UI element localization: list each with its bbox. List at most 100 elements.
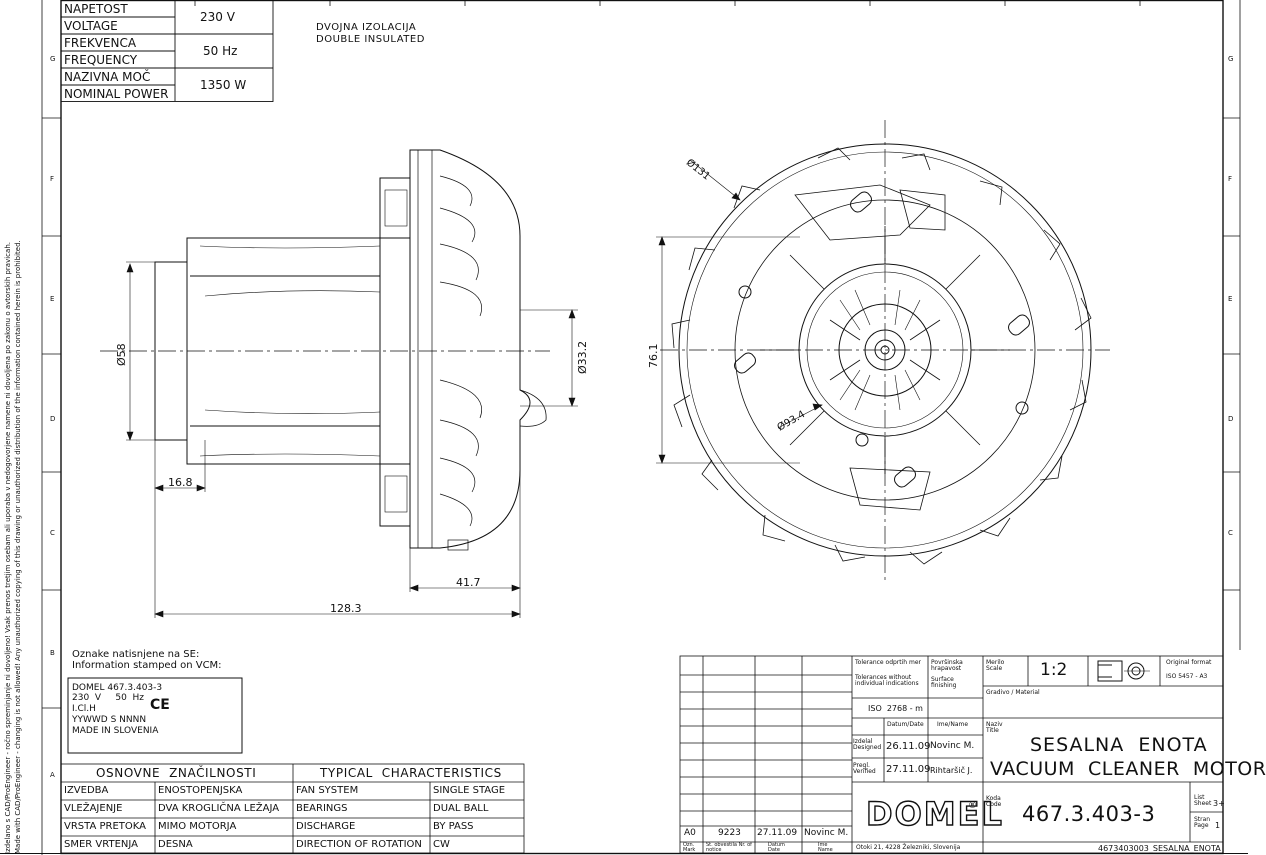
revision-head-mark: Ozn. Mark bbox=[683, 842, 696, 853]
title-en: VACUUM CLEANER MOTOR bbox=[990, 758, 1266, 780]
format-label: Original format bbox=[1166, 659, 1212, 666]
characteristics-header-si: OSNOVNE ZNAČILNOSTI bbox=[96, 766, 257, 780]
zone-letter-right-c: C bbox=[1228, 529, 1233, 537]
char-row-3-en-value: BY PASS bbox=[433, 821, 474, 832]
dim-length-128-3: 128.3 bbox=[330, 602, 362, 615]
insulation-note-si: DVOJNA IZOLACIJA bbox=[316, 22, 417, 33]
dim-diameter-33: Ø33.2 bbox=[576, 340, 589, 374]
date-column-label: Datum/Date bbox=[887, 721, 924, 728]
dim-height-76-1: 76.1 bbox=[647, 343, 660, 369]
zone-letter-left-f: F bbox=[50, 175, 55, 183]
ce-mark: CE bbox=[150, 697, 170, 713]
char-row-2-en-value: DUAL BALL bbox=[433, 803, 489, 814]
char-row-2-si-label: VLEŽAJENJE bbox=[64, 803, 123, 814]
mounting-slots bbox=[734, 191, 1030, 488]
zone-letter-right-e: E bbox=[1228, 295, 1233, 303]
verified-label: Pregl. Verified bbox=[853, 762, 876, 775]
char-row-4-en-label: DIRECTION OF ROTATION bbox=[296, 839, 422, 850]
drawing-code: 467.3.403-3 bbox=[1022, 802, 1156, 826]
zone-letter-left-a: A bbox=[50, 771, 55, 779]
motor-side-view bbox=[100, 149, 550, 551]
copyright-notice-si: Izdelano s CAD/ProEngineer - ročno sprem… bbox=[4, 242, 12, 854]
stamp-note-si: Oznake natisnjene na SE: bbox=[72, 649, 200, 660]
tolerance-label-si: Tolerance odprtih mer bbox=[855, 659, 922, 666]
spokes bbox=[760, 226, 1010, 474]
zone-letter-left-c: C bbox=[50, 529, 55, 537]
spec-voltage-label-si: NAPETOST bbox=[64, 2, 128, 16]
side-view-dimensions bbox=[126, 261, 578, 618]
company-logo: DOMEL bbox=[865, 795, 1004, 833]
char-row-2-en-label: BEARINGS bbox=[296, 803, 348, 814]
revision-name: Novinc M. bbox=[804, 828, 849, 838]
dim-length-16-8: 16.8 bbox=[168, 476, 193, 489]
char-row-4-en-value: CW bbox=[433, 839, 450, 850]
char-row-4-si-value: DESNA bbox=[158, 839, 193, 850]
dim-diameter-58: Ø58 bbox=[115, 343, 128, 366]
spec-power-value: 1350 W bbox=[200, 78, 247, 92]
spec-table bbox=[60, 0, 274, 102]
zone-letter-right-g: G bbox=[1228, 55, 1234, 63]
char-row-3-si-value: MIMO MOTORJA bbox=[158, 821, 237, 832]
zone-letter-left-b: B bbox=[50, 649, 55, 657]
zone-ticks-top bbox=[194, 0, 1141, 6]
code-label: Koda Code bbox=[986, 795, 1002, 808]
designed-name: Novinc M. bbox=[930, 741, 975, 751]
char-row-3-si-label: VRSTA PRETOKA bbox=[64, 821, 146, 832]
stamp-line-date-code: YYWWD S NNNN bbox=[72, 715, 147, 725]
char-row-1-en-label: FAN SYSTEM bbox=[296, 785, 359, 796]
zone-ticks-right bbox=[1223, 0, 1241, 650]
zone-letter-left-d: D bbox=[50, 415, 56, 423]
zone-letter-right-f: F bbox=[1228, 175, 1233, 183]
motor-front-view bbox=[660, 120, 1110, 580]
characteristics-table-lines bbox=[60, 763, 525, 854]
char-row-1-si-label: IZVEDBA bbox=[64, 785, 109, 796]
char-row-1-en-value: SINGLE STAGE bbox=[433, 785, 506, 796]
format-value: ISO 5457 - A3 bbox=[1166, 673, 1208, 680]
revision-head-name: Ime Name bbox=[818, 842, 833, 853]
spec-frequency-label-si: FREKVENCA bbox=[64, 36, 137, 50]
spec-power-label-en: NOMINAL POWER bbox=[64, 87, 169, 101]
stamp-line-class: I.Cl.H bbox=[72, 704, 96, 714]
spec-voltage-value: 230 V bbox=[200, 10, 235, 24]
revision-date: 27.11.09 bbox=[757, 828, 798, 838]
designed-label: Izdelal Designed bbox=[853, 738, 882, 751]
title-label: Naziv Title bbox=[986, 721, 1003, 734]
fan-blade-ring bbox=[671, 147, 1092, 565]
revision-head-date: Datum Date bbox=[768, 842, 785, 853]
page-value: 1 bbox=[1215, 821, 1221, 830]
characteristics-header-en: TYPICAL CHARACTERISTICS bbox=[320, 766, 502, 780]
title-block-lines bbox=[679, 655, 1224, 854]
stamp-line-rating: 230 V 50 Hz bbox=[72, 693, 145, 703]
sheet-value: 3+ bbox=[1213, 799, 1225, 808]
title-si: SESALNA ENOTA bbox=[1030, 734, 1208, 756]
inner-fins bbox=[839, 289, 921, 411]
front-view-dimensions bbox=[656, 159, 823, 464]
char-row-4-si-label: SMER VRTENJA bbox=[64, 839, 139, 850]
scale-label: Merilo Scale bbox=[986, 659, 1005, 672]
stamp-box bbox=[67, 677, 243, 754]
zone-letter-left-e: E bbox=[50, 295, 55, 303]
drawing-frame bbox=[60, 0, 1224, 855]
sheet-label: List Sheet bbox=[1194, 794, 1212, 807]
tolerance-standard: ISO 2768 - m bbox=[868, 704, 923, 713]
revision-mark: A0 bbox=[684, 828, 696, 838]
designed-date: 26.11.09 bbox=[886, 741, 931, 752]
zone-letter-left-g: G bbox=[50, 55, 56, 63]
copyright-notice-en: Made with CAD/ProEngineer - changing is … bbox=[14, 240, 22, 854]
zone-ticks-left bbox=[41, 0, 61, 855]
revision-notice: 9223 bbox=[718, 828, 741, 838]
stamp-note-en: Information stamped on VCM: bbox=[72, 660, 222, 671]
file-name: 4673403003_SESALNA_ENOTA bbox=[1098, 844, 1221, 853]
spec-power-label-si: NAZIVNA MOČ bbox=[64, 70, 151, 84]
name-column-label: Ime/Name bbox=[937, 721, 969, 728]
page-label: Stran Page bbox=[1194, 816, 1211, 829]
scale-value: 1:2 bbox=[1040, 660, 1068, 680]
spec-frequency-label-en: FREQUENCY bbox=[64, 53, 138, 67]
verified-date: 27.11.09 bbox=[886, 764, 931, 775]
verified-name: Rihtaršič J. bbox=[930, 766, 973, 775]
revision-head-notice: St. obvestila Nr. of notice bbox=[706, 842, 752, 853]
char-row-1-si-value: ENOSTOPENJSKA bbox=[158, 785, 243, 796]
dim-length-41-7: 41.7 bbox=[456, 576, 481, 589]
surface-label-en: Surface finishing bbox=[931, 676, 957, 689]
